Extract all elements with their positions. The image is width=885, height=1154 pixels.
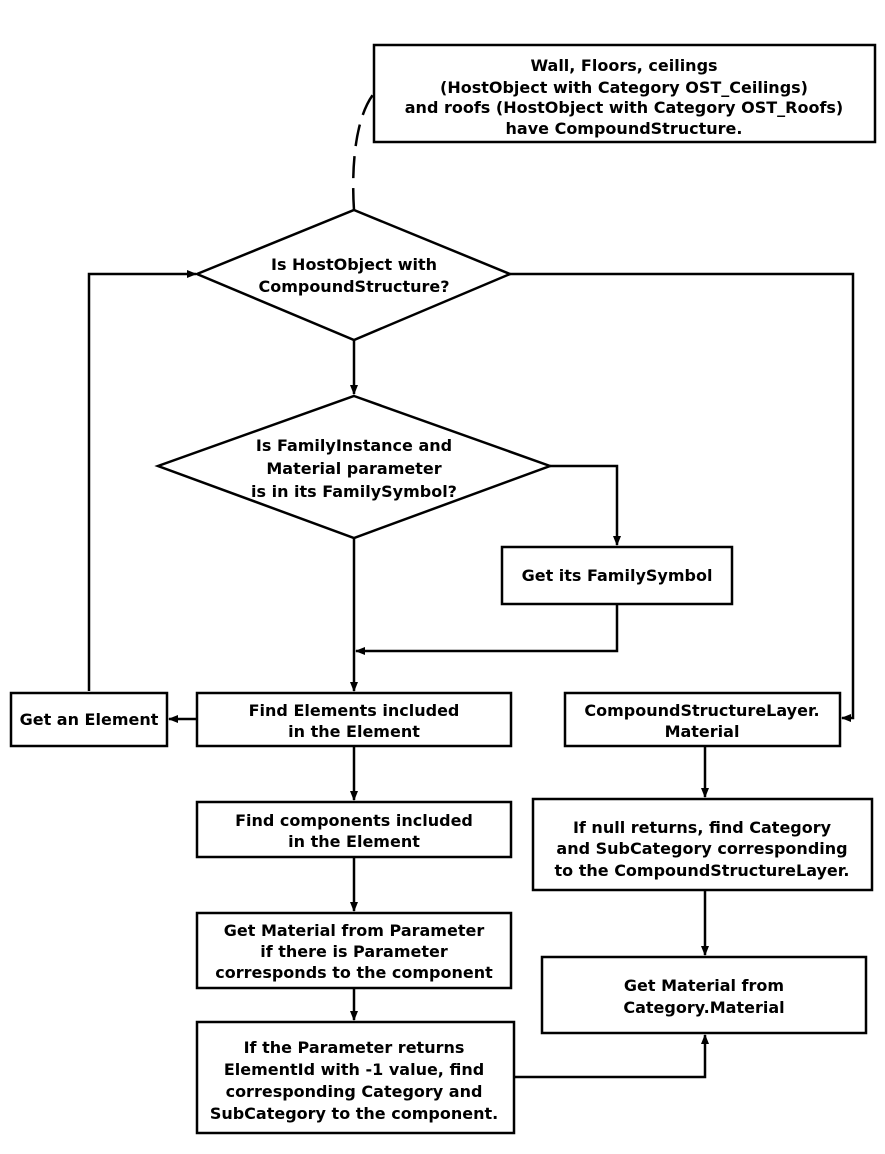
arrow-symbol-to-main	[355, 605, 619, 655]
note-line: Wall, Floors, ceilings	[530, 56, 717, 75]
note-link-dashed	[351, 91, 376, 211]
null-returns-line: to the CompoundStructureLayer.	[555, 861, 850, 880]
arrow-family-to-symbol	[550, 464, 621, 546]
find-components-line: in the Element	[288, 832, 420, 851]
decision-family-line: Is FamilyInstance and	[256, 436, 452, 455]
get-material-parameter-box: Get Material from Parameter if there is …	[195, 911, 513, 990]
param-line: If the Parameter returns	[244, 1038, 465, 1057]
note-line: and roofs (HostObject with Category OST_…	[405, 98, 844, 117]
compound-layer-line: CompoundStructureLayer.	[584, 701, 819, 720]
note-line: have CompoundStructure.	[506, 119, 743, 138]
find-elements-box: Find Elements included in the Element	[195, 691, 513, 748]
param-line: ElementId with -1 value, find	[224, 1060, 484, 1079]
null-returns-line: If null returns, find Category	[573, 818, 832, 837]
null-returns-box: If null returns, find Category and SubCa…	[531, 797, 874, 892]
decision-host-object: Is HostObject with CompoundStructure?	[193, 208, 514, 342]
compound-layer-material-box: CompoundStructureLayer. Material	[563, 691, 842, 748]
parameter-minus-one-box: If the Parameter returns ElementId with …	[195, 1020, 516, 1135]
decision-host-line: CompoundStructure?	[258, 277, 449, 296]
find-elements-line: in the Element	[288, 722, 420, 741]
material-category-line: Get Material from	[624, 976, 784, 995]
get-family-symbol-box: Get its FamilySymbol	[500, 545, 734, 606]
compound-layer-line: Material	[665, 722, 740, 741]
decision-family-line: is in its FamilySymbol?	[251, 482, 457, 501]
get-element-box: Get an Element	[9, 691, 169, 748]
material-category-line: Category.Material	[623, 998, 784, 1017]
decision-host-line: Is HostObject with	[271, 255, 437, 274]
param-line: corresponding Category and	[226, 1082, 483, 1101]
note-line: (HostObject with Category OST_Ceilings)	[440, 78, 808, 97]
get-material-line: corresponds to the component	[215, 963, 493, 982]
arrow-host-to-compound-layer	[510, 272, 855, 722]
get-family-symbol-label: Get its FamilySymbol	[522, 566, 713, 585]
find-elements-line: Find Elements included	[249, 701, 460, 720]
find-components-box: Find components included in the Element	[195, 800, 513, 859]
get-material-line: if there is Parameter	[260, 942, 448, 961]
material-from-category-box: Get Material from Category.Material	[540, 955, 868, 1035]
param-line: SubCategory to the component.	[210, 1104, 498, 1123]
arrow-param-to-category-material	[514, 1034, 709, 1079]
find-components-line: Find components included	[235, 811, 473, 830]
arrow-get-element-loop	[87, 270, 197, 691]
decision-family-instance: Is FamilyInstance and Material parameter…	[154, 394, 554, 540]
get-element-label: Get an Element	[20, 710, 159, 729]
connectors	[87, 91, 855, 1079]
decision-family-line: Material parameter	[266, 459, 441, 478]
get-material-line: Get Material from Parameter	[224, 921, 485, 940]
null-returns-line: and SubCategory corresponding	[556, 839, 847, 858]
note-box: Wall, Floors, ceilings (HostObject with …	[372, 43, 877, 144]
